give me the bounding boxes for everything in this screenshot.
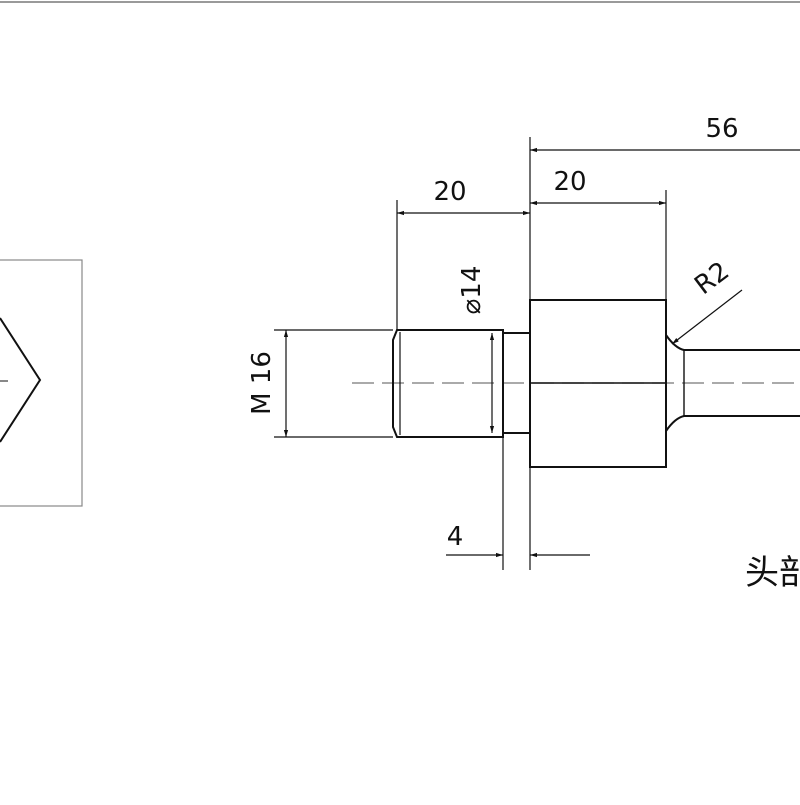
dim-thread-length: 20 — [433, 177, 466, 207]
dimension-lines — [274, 137, 800, 570]
dim-fillet-radius: R2 — [689, 256, 735, 301]
dim-head-length: 20 — [553, 167, 586, 197]
relief-groove — [503, 332, 530, 434]
dim-thread-size: M 16 — [247, 351, 277, 415]
dim-overall-length: 56 — [705, 114, 738, 144]
thread-section — [392, 329, 504, 438]
dim-relief-diameter: ⌀14 — [457, 266, 487, 315]
left-side-view — [0, 259, 83, 507]
shank-bottom — [665, 415, 800, 432]
dim-relief-width: 4 — [447, 522, 464, 552]
bolt-part — [392, 299, 800, 468]
view-caption: 头部 — [745, 553, 800, 593]
shank-top — [665, 334, 800, 351]
